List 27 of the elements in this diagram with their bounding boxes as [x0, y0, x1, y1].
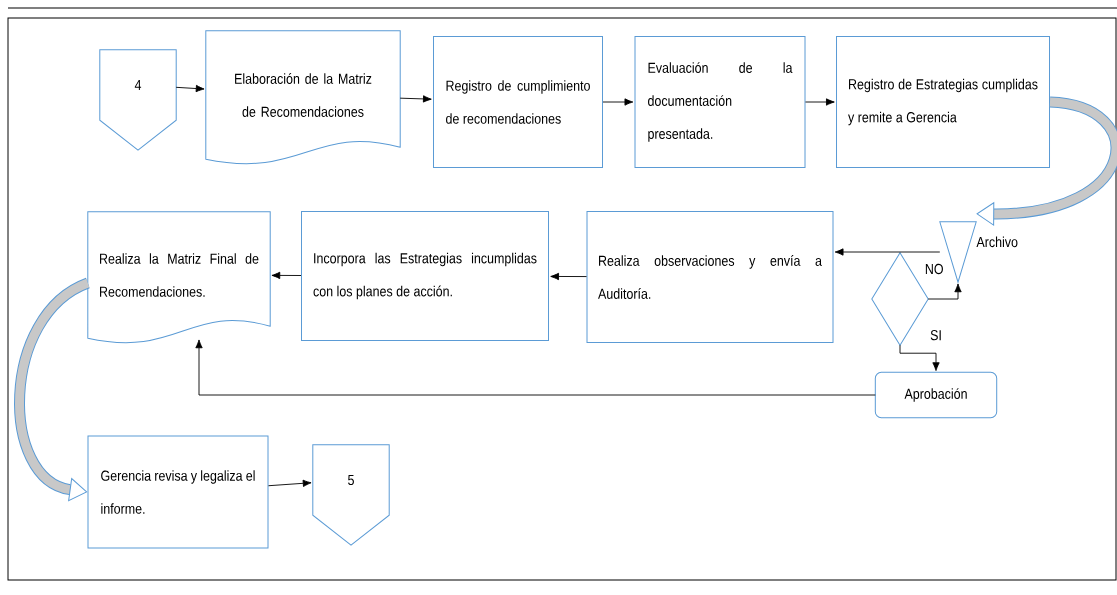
- off-page-connector: 5: [312, 444, 390, 546]
- arrow: [550, 272, 587, 281]
- document-box: Realiza la Matriz Final de Recomendaciones.: [87, 211, 271, 344]
- arrow: [399, 95, 432, 103]
- edge-label: NO: [923, 262, 945, 276]
- process-box: Registro de cumplimiento de recomendaciones: [433, 36, 603, 168]
- off-page-connector: 4: [99, 49, 177, 151]
- document-box: Elaboración de la Matriz de Recomendaciones: [205, 30, 401, 165]
- arrow: [899, 344, 940, 371]
- arrow: [805, 98, 835, 106]
- arrow: [976, 96, 1117, 226]
- arrow: [195, 339, 876, 396]
- process-box: Realiza observaciones y envía a Auditoría.: [586, 211, 834, 343]
- process-box: Registro de Estrategias cumplidas y remite a Gerencia: [836, 36, 1050, 168]
- process-box: Incorpora las Estrategias incumplidas con los planes de acción.: [301, 211, 549, 341]
- edge-label: SI: [929, 329, 943, 342]
- arrow: [14, 278, 91, 502]
- process-box: Gerencia revisa y legaliza el informe.: [87, 435, 269, 549]
- arrow: [927, 283, 962, 300]
- node-label: Archivo: [976, 236, 1018, 248]
- arrow: [271, 271, 302, 280]
- arrow: [602, 98, 634, 106]
- process-box: Evaluación de la documentación presentada.: [634, 36, 806, 168]
- process-box: Aprobación: [874, 371, 998, 419]
- arrow: [834, 248, 941, 256]
- arrow: [268, 479, 312, 487]
- arrow: [175, 84, 205, 93]
